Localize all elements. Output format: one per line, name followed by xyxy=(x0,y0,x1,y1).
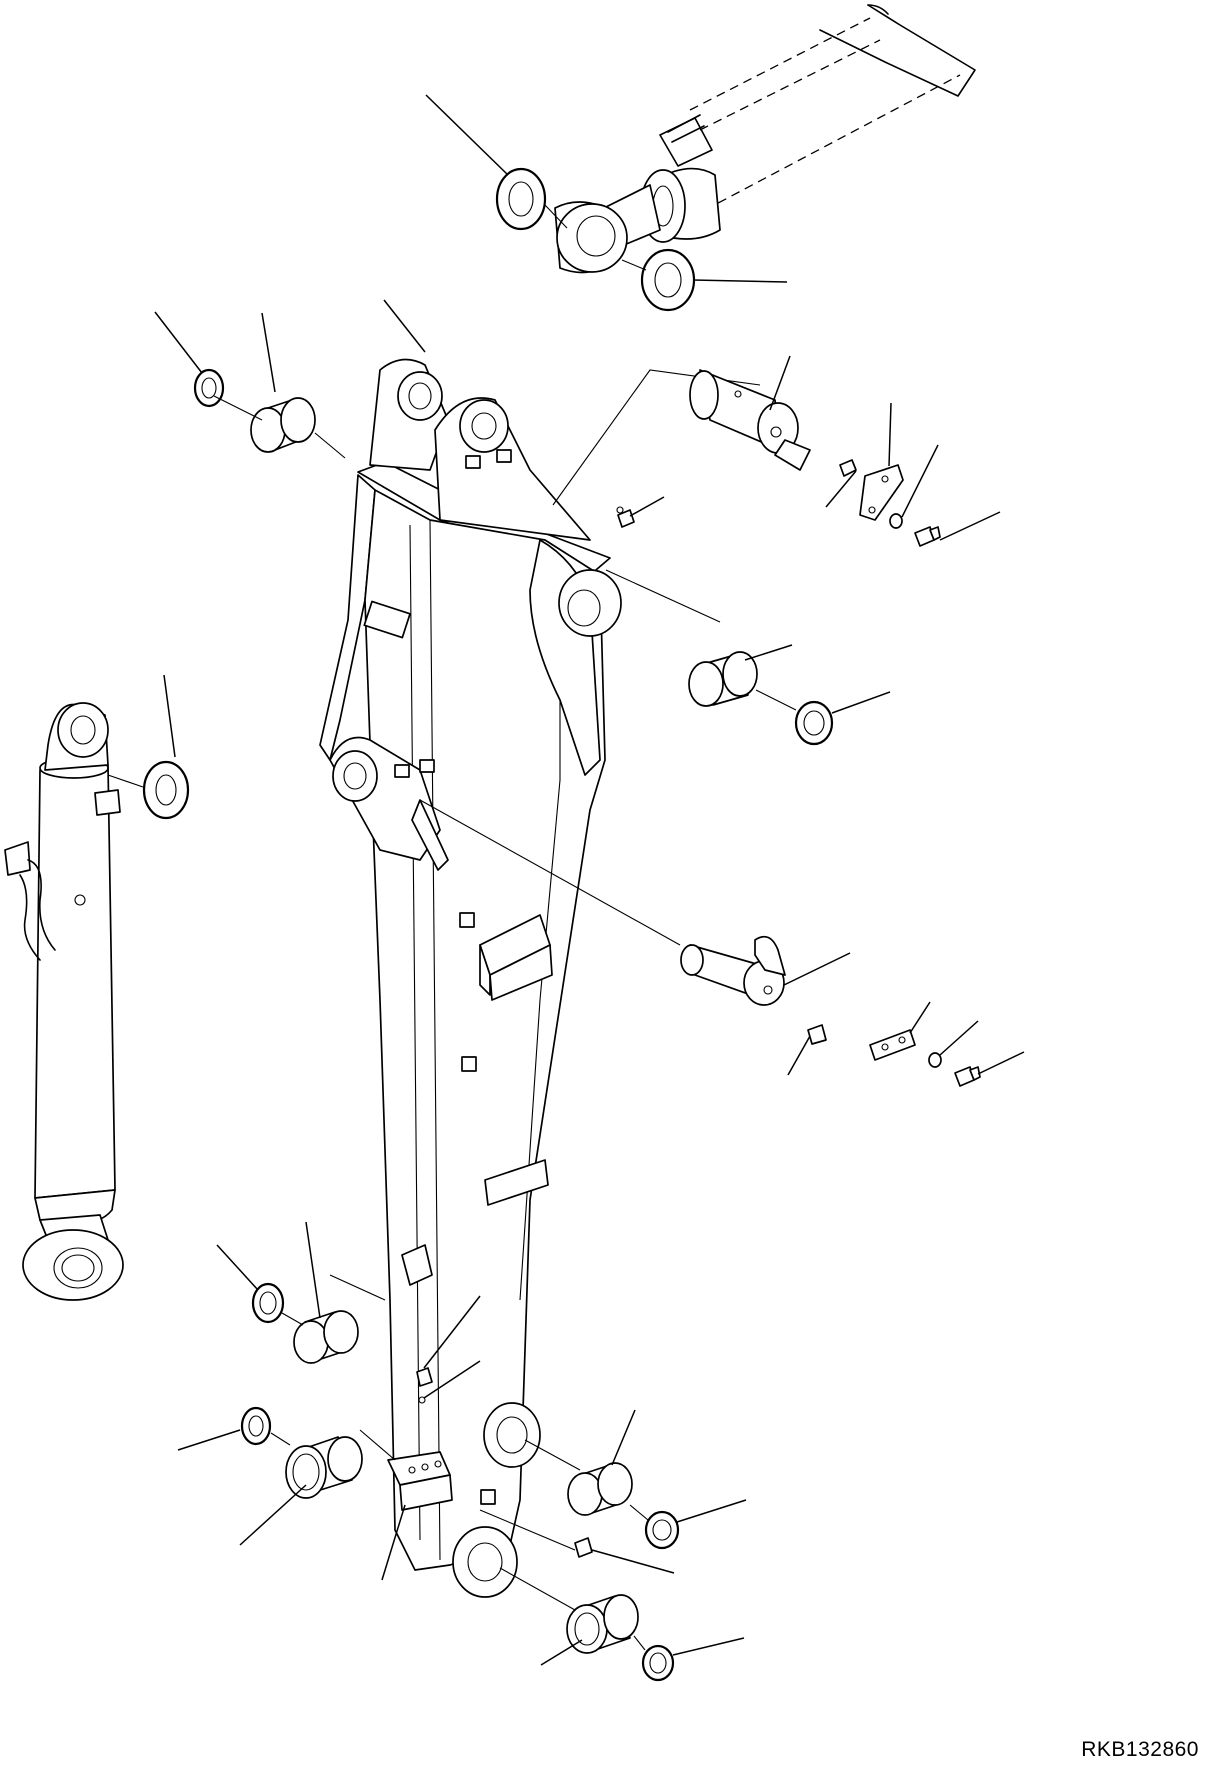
plate xyxy=(860,465,903,520)
bushing xyxy=(567,1595,638,1653)
pin xyxy=(681,937,785,1005)
bolt xyxy=(915,527,940,546)
bushing xyxy=(286,1437,362,1498)
bushing xyxy=(294,1311,358,1363)
washer xyxy=(890,514,902,528)
bolt xyxy=(955,1067,980,1086)
dust-seal xyxy=(643,1646,673,1680)
shim xyxy=(195,370,223,406)
arm xyxy=(320,360,621,1597)
grease-fitting xyxy=(808,1025,826,1044)
shim xyxy=(497,169,545,229)
arm-cylinder xyxy=(5,703,123,1300)
dust-seal xyxy=(646,1512,678,1548)
boom-cylinder-rod-end xyxy=(555,5,975,273)
shim xyxy=(642,250,694,310)
shim xyxy=(253,1284,283,1322)
grease-fitting xyxy=(840,460,856,476)
drawing-number: RKB132860 xyxy=(1081,1738,1199,1761)
plate xyxy=(870,1030,915,1060)
washer xyxy=(929,1053,941,1067)
bushing xyxy=(568,1463,632,1515)
grease-fitting xyxy=(617,507,634,527)
bushing xyxy=(689,652,757,706)
shim xyxy=(144,762,188,818)
pin xyxy=(690,370,810,470)
bushing xyxy=(251,398,315,452)
shim xyxy=(242,1408,270,1444)
grease-fitting xyxy=(575,1538,592,1557)
dust-seal xyxy=(796,702,832,744)
